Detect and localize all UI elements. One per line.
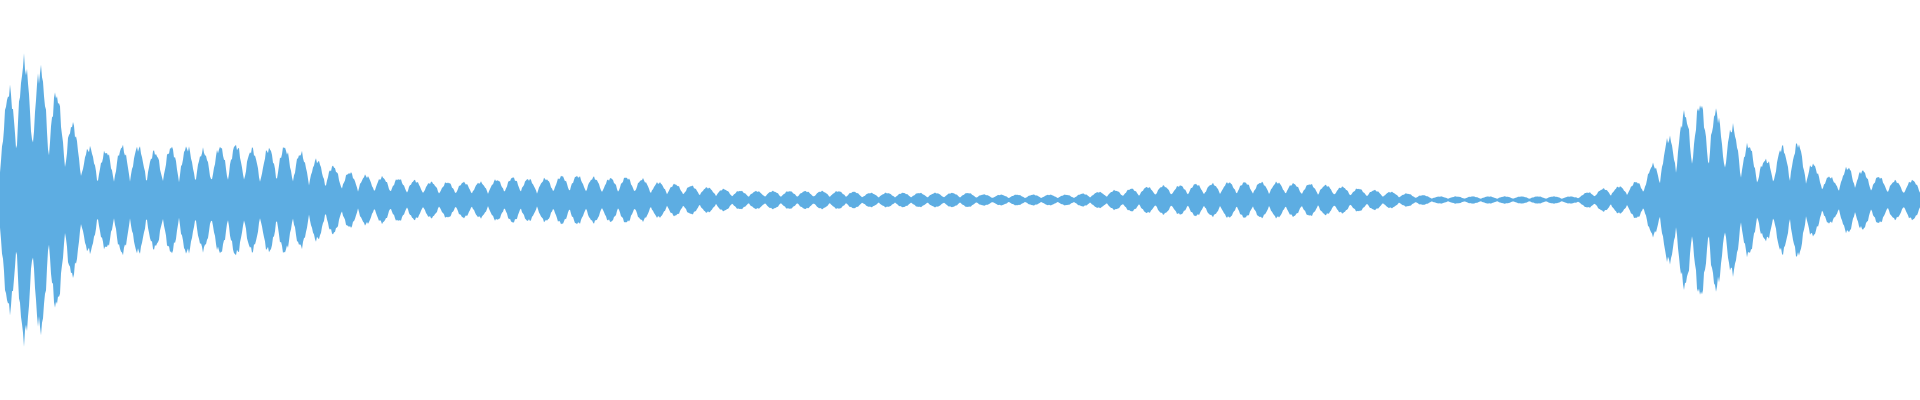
- waveform-fill: [0, 53, 1920, 347]
